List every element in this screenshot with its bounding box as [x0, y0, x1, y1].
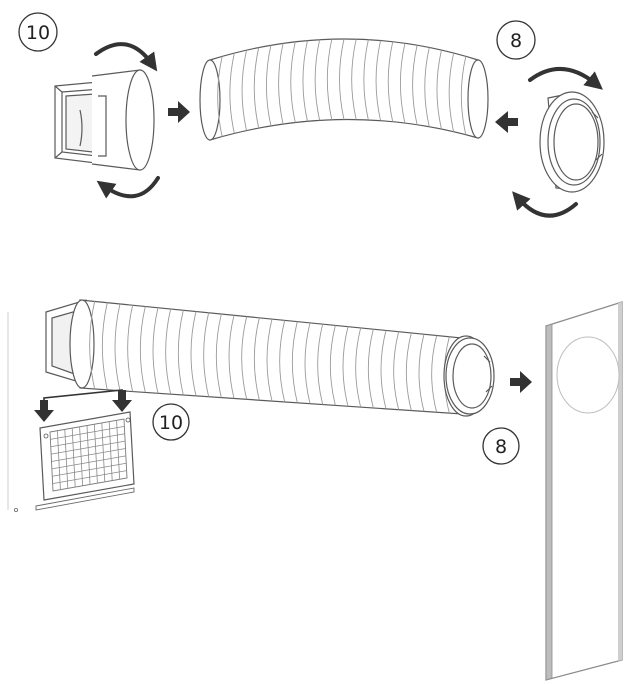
hose-rib [89, 301, 96, 389]
bracket-line [43, 389, 123, 404]
hose-rib [265, 45, 272, 126]
hose-rib [436, 50, 442, 130]
flexible-hose-curved [199, 38, 489, 141]
hose-rib [165, 308, 172, 395]
hose-rib [290, 41, 296, 123]
hose-rib [317, 323, 324, 405]
svg-text:10: 10 [159, 412, 183, 434]
callout-8-top: 8 [496, 20, 536, 60]
vent-grille [13, 411, 135, 512]
hose-rib [387, 41, 394, 122]
grille-slat [51, 448, 126, 462]
grille-slat [52, 470, 127, 485]
hose-rib [424, 47, 430, 127]
svg-text:10: 10 [26, 22, 50, 44]
hose-rib [241, 316, 248, 400]
grille-slat [52, 462, 127, 477]
hose-rib [190, 311, 197, 396]
callout-10-bottom: 10 [152, 403, 190, 441]
hose-rib [139, 306, 146, 393]
hose-rib [266, 318, 273, 402]
hose-rib [302, 40, 308, 122]
solid-down-arrow-icon [34, 400, 54, 422]
hose-rib [228, 315, 235, 399]
hose-rib [177, 310, 184, 396]
hose-rib [229, 52, 235, 134]
hose-rib [217, 56, 223, 137]
hose-rib [127, 304, 134, 392]
hose-rib [399, 43, 406, 124]
hose-rib [241, 50, 247, 131]
hose-rib [375, 40, 381, 121]
hose-rib [291, 321, 298, 403]
callout-10-top: 10 [18, 12, 58, 52]
hose-rib [448, 52, 455, 132]
svg-text:8: 8 [510, 30, 522, 52]
hose-rib [101, 302, 108, 390]
hose-rib [460, 56, 467, 135]
hose-rib [431, 335, 438, 413]
rotate-counterclockwise-icon [96, 176, 160, 199]
hose-rib [405, 332, 412, 411]
hose-rib [412, 45, 418, 125]
rotate-clockwise-icon [94, 42, 158, 72]
flexible-hose-straight [69, 299, 463, 415]
solid-right-arrow-icon [168, 101, 190, 123]
hose-rib [393, 331, 400, 410]
grille-slat [51, 440, 126, 455]
hose-rib [279, 320, 286, 402]
grille-slat [50, 425, 125, 440]
hose-rib [215, 313, 222, 398]
hose-rib [342, 326, 349, 407]
hose-rib [380, 330, 387, 409]
hose-rib [253, 317, 260, 401]
callout-8-bottom: 8 [482, 427, 520, 465]
grille-slat [50, 433, 125, 448]
rotate-counterclockwise-icon [512, 191, 578, 218]
hose-rib [329, 325, 336, 406]
hose-connector-ring [539, 91, 605, 193]
solid-right-arrow-icon [510, 371, 532, 393]
hose-rib [351, 39, 357, 120]
hose-rib [114, 303, 121, 391]
hose-rib [363, 39, 369, 121]
solid-left-arrow-icon [495, 111, 518, 133]
rotate-clockwise-icon [528, 66, 603, 90]
svg-text:8: 8 [495, 436, 507, 458]
hose-rib [304, 322, 311, 404]
hose-connector-installed [443, 335, 495, 417]
hose-rib [367, 329, 374, 409]
window-sealing-panel [545, 301, 623, 681]
hose-rib [203, 312, 210, 397]
solid-down-arrow-icon [112, 390, 132, 412]
hose-rib [355, 327, 362, 408]
hose-rib [326, 39, 333, 120]
panel-hose-opening [556, 336, 620, 414]
hose-rib [418, 334, 425, 412]
grille-slat [51, 455, 126, 470]
hose-rib [339, 38, 345, 120]
hose-rib [253, 47, 260, 129]
hose-rib [278, 43, 284, 125]
hose-rib [314, 39, 321, 121]
hose-rib [152, 307, 159, 394]
window-adapter-part [54, 69, 155, 171]
